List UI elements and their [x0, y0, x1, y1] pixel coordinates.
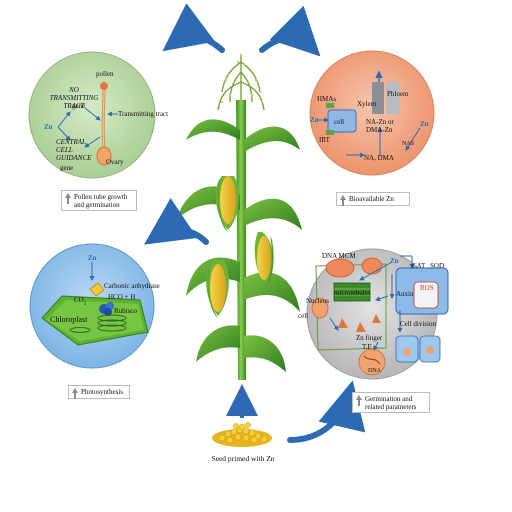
label-dna-mcm: DNA MCM: [322, 252, 356, 260]
label-na-dma: NA, DMA: [364, 154, 394, 162]
label-zn-pollen: Zn: [44, 123, 53, 131]
irt-transporter-icon: [326, 130, 334, 135]
corn-cob-icon: [215, 176, 239, 232]
label-co2: CO2: [74, 296, 87, 307]
label-microtubules: microtubules: [334, 289, 371, 297]
label-zn-bio-2: Zn: [420, 120, 429, 128]
label-cat: CAT: [412, 262, 426, 270]
label-ros: ROS: [420, 284, 434, 292]
up-arrow-icon: [340, 195, 346, 206]
pollen-panel: [28, 51, 156, 179]
label-pollen: pollen: [96, 70, 114, 78]
label-chloroplast: Chloroplast: [50, 315, 88, 324]
hma-transporter-icon: [326, 103, 334, 108]
up-arrow-icon: [65, 193, 71, 204]
caption-pollen: Pollen tube growth and germination: [61, 190, 137, 211]
label-nucleus: Nucleus: [306, 297, 329, 305]
nucleus-icon: [311, 297, 329, 319]
dna-mcm-icon: [325, 258, 355, 278]
ovary-icon: [96, 146, 112, 166]
microtubules-icon: [333, 282, 371, 302]
label-xylem: Xylem: [357, 100, 377, 108]
label-hmas: HMAs: [317, 95, 337, 103]
label-nas: NAS: [402, 141, 415, 147]
leaf-icon: [186, 119, 240, 140]
carbonic-anhydrase-icon: [89, 282, 105, 297]
bioavailable-panel: [309, 50, 435, 176]
arrow-to-bioavailable: [259, 5, 321, 57]
label-zn-bio: Zn: [310, 116, 319, 124]
up-arrow-icon: [72, 388, 78, 399]
maize-plant: [176, 53, 302, 418]
label-na-zn: NA-Zn or DMA-Zn: [366, 118, 394, 134]
label-zn-germ: Zn: [390, 257, 399, 265]
arrow-to-photosynthesis: [144, 198, 209, 245]
ros-icon: [413, 281, 439, 309]
seed-label: Seed primed with Zn: [211, 454, 275, 463]
stem-icon: [236, 100, 246, 380]
label-auxin: Auxin: [396, 290, 414, 298]
caption-germination: Germination and related parameters: [352, 392, 430, 413]
arrow-to-pollen: [162, 3, 225, 53]
label-phloem: Phloem: [387, 90, 409, 98]
label-gene-2: gene: [60, 164, 74, 172]
phloem-icon: [386, 82, 400, 114]
dna-zn-finger-icon: [358, 348, 386, 376]
label-tf: T.F: [362, 343, 372, 351]
seed-pile-icon: [212, 422, 272, 447]
label-central-cell: CENTRAL CELL GUIDANCE: [56, 138, 92, 162]
label-irt: IRT: [319, 136, 330, 144]
label-dna: DNA: [368, 368, 381, 374]
label-cell-germ: cell: [298, 312, 309, 320]
label-hco3: HCO + H: [108, 293, 136, 301]
label-no-transmitting: NO TRANSMITTING TRACT: [49, 86, 99, 110]
label-transmitting-tract: Transmitting tract: [118, 110, 169, 118]
label-cell-division: Cell division: [400, 320, 436, 328]
label-sod: SOD: [430, 262, 445, 270]
flow-arrows: [144, 3, 366, 443]
xylem-icon: [372, 82, 384, 114]
photosynthesis-panel: [29, 243, 155, 369]
label-zn-photo: Zn: [88, 254, 97, 262]
caption-bioavailable: Bioavailable Zn: [336, 192, 410, 206]
label-carbonic-anhydrase: Carbonic anhydrase: [104, 282, 160, 290]
arrow-to-germination: [287, 380, 366, 443]
pollen-grain-icon: [100, 82, 108, 90]
label-zn-finger: Zn finger: [356, 334, 383, 342]
caption-photosynthesis: Photosynthesis: [68, 385, 130, 399]
label-rubisco: Rubisco: [114, 307, 137, 315]
label-cell-bio: cell: [334, 118, 345, 126]
germination-panel: [306, 248, 449, 380]
up-arrow-icon: [356, 395, 362, 406]
label-gene-1: gene: [72, 102, 86, 110]
label-ovary: Ovary: [106, 158, 124, 166]
